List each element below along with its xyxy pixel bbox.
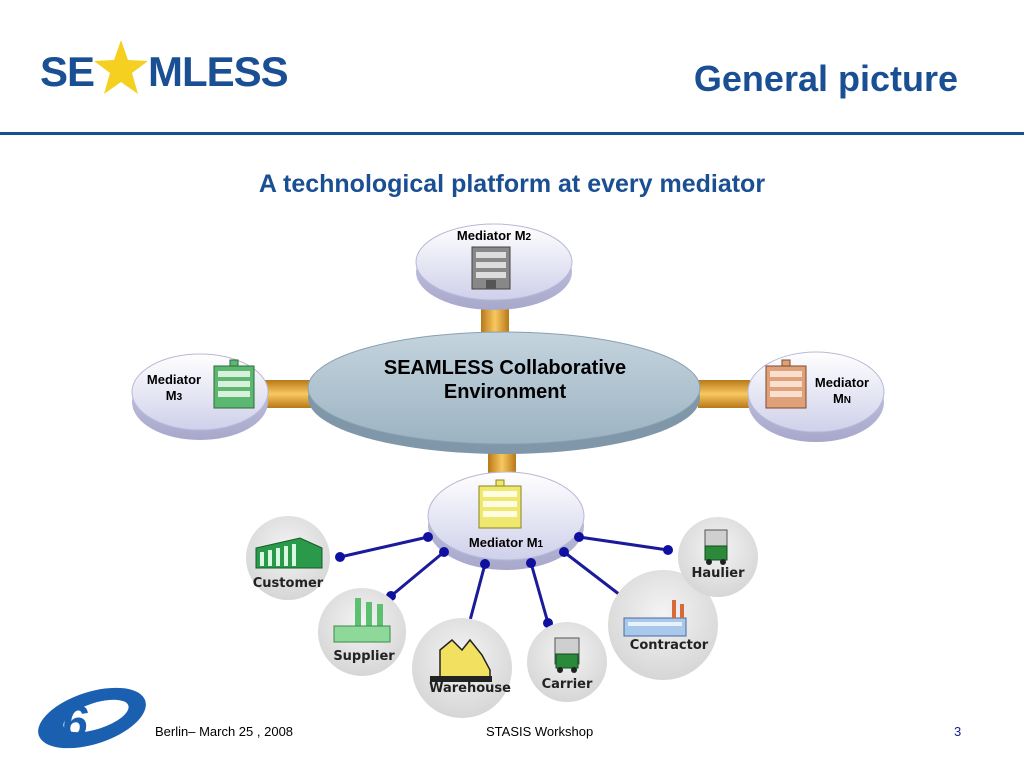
link-supplier — [390, 550, 445, 598]
mediator-m3-text2: M — [165, 387, 177, 403]
slide-subtitle: A technological platform at every mediat… — [258, 170, 766, 198]
mediator-m3-label: Mediator M3 — [134, 372, 214, 404]
warehouse-label: Warehouse — [429, 681, 511, 696]
fp6-logo: 6 — [38, 687, 146, 749]
carrier-label: Carrier — [541, 677, 593, 692]
header-divider — [0, 132, 1024, 135]
mediator-m3-text: Mediator — [146, 372, 202, 387]
haulier-truck-icon — [704, 529, 728, 565]
mediator-m1-label: Mediator M1 — [446, 535, 566, 551]
mediator-m3-sub: 3 — [176, 391, 183, 403]
seamless-logo: SE MLESS — [40, 38, 289, 98]
building-m2-icon — [471, 246, 511, 290]
role-links — [339, 535, 669, 629]
footer-date: Berlin– March 25 , 2008 — [155, 724, 294, 739]
warehouse-icon — [430, 638, 492, 682]
mediator-m2-label: Mediator M2 — [434, 228, 554, 244]
mediator-mn-label: Mediator MN — [804, 375, 880, 407]
footer-event: STASIS Workshop — [486, 724, 594, 739]
center-label-line2: Environment — [443, 381, 567, 403]
link-customer — [339, 535, 429, 559]
building-mn-icon — [765, 359, 807, 409]
mediator-mn-text: Mediator — [814, 375, 870, 390]
mediator-m1-sub: 1 — [537, 539, 544, 550]
haulier-label: Haulier — [691, 566, 745, 581]
connector-mn — [698, 380, 750, 408]
center-label-line1: SEAMLESS Collaborative — [383, 357, 627, 379]
carrier-truck-icon — [554, 637, 580, 673]
mediator-m2-text: Mediator M — [456, 228, 526, 243]
link-endpoints — [335, 532, 673, 633]
customer-label: Customer — [252, 576, 324, 591]
supplier-plant-icon — [333, 598, 391, 643]
logo-text-right: MLESS — [148, 48, 289, 95]
svg-text:6: 6 — [62, 696, 88, 748]
contractor-label: Contractor — [629, 638, 709, 653]
link-warehouse — [466, 563, 487, 629]
mediator-mn-text2: M — [832, 390, 844, 406]
collaborative-environment-platform — [307, 331, 701, 454]
mediator-mn-sub: N — [843, 394, 852, 406]
link-contractor — [563, 550, 625, 600]
link-haulier — [578, 535, 669, 552]
building-m3-icon — [213, 359, 255, 409]
logo-text-left: SE — [40, 48, 95, 95]
page-number: 3 — [954, 724, 962, 739]
mediator-m1-text: Mediator M — [468, 535, 538, 550]
building-m1-icon — [478, 479, 522, 529]
link-carrier — [529, 562, 550, 624]
supplier-label: Supplier — [333, 649, 395, 664]
mediator-m2-sub: 2 — [525, 232, 532, 243]
connector-m3 — [262, 380, 312, 408]
contractor-factory-icon — [623, 600, 687, 637]
logo-star-icon — [94, 40, 148, 94]
page-title: General picture — [693, 58, 958, 99]
center-label: SEAMLESS Collaborative Environment — [330, 356, 680, 404]
customer-factory-icon — [255, 537, 323, 569]
